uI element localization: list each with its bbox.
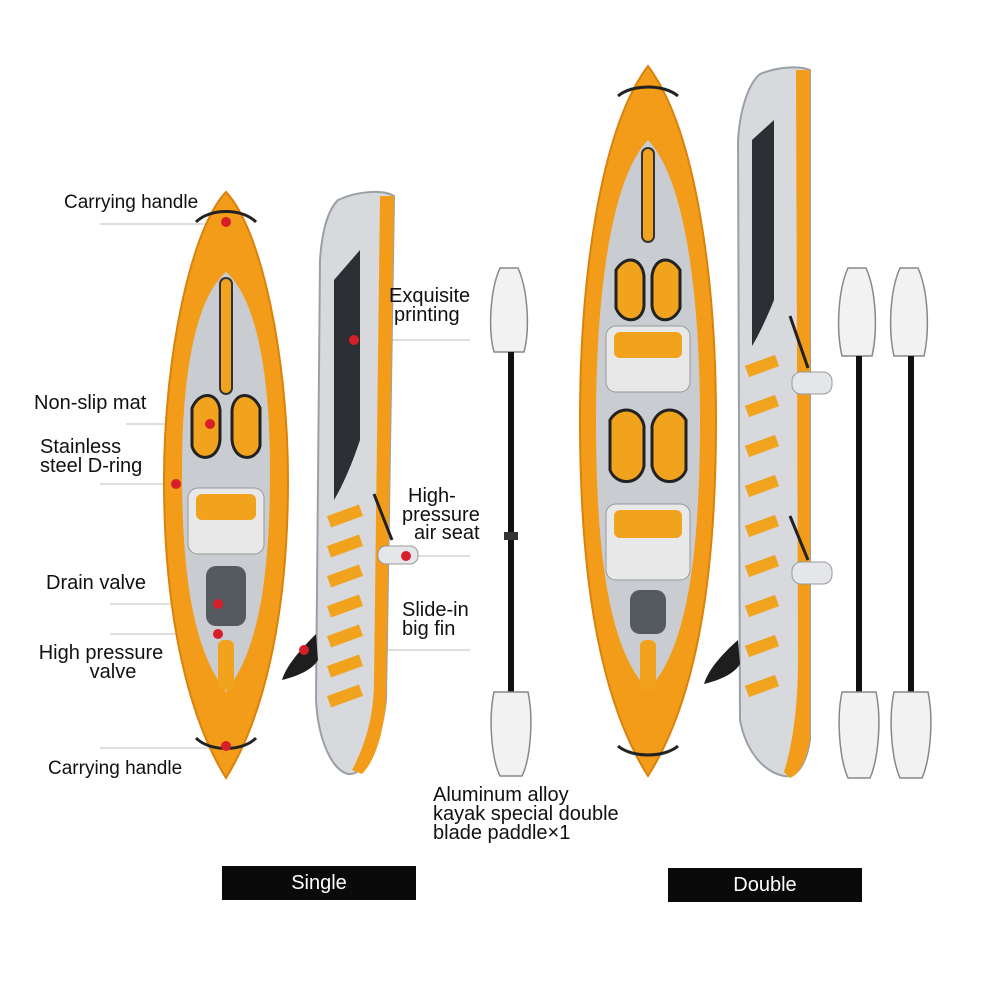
label-fin-line1: Slide-in xyxy=(402,599,469,621)
label-paddle-line2: kayak special double xyxy=(433,803,619,825)
label-hp-valve-line1: High pressure xyxy=(38,642,164,664)
double-kayak-top-view-icon xyxy=(578,64,718,778)
label-d-ring-line1: Stainless xyxy=(40,436,122,458)
kayak-side-view-icon xyxy=(282,190,419,776)
paddle-icon xyxy=(889,267,932,779)
paddle-icon xyxy=(837,267,880,779)
label-printing-line2: printing xyxy=(394,304,460,326)
label-paddle-line3: blade paddle×1 xyxy=(433,822,571,844)
kayak-top-view-icon xyxy=(162,190,290,780)
label-non-slip-mat: Non-slip mat xyxy=(34,392,147,414)
double-kayak-side-view-icon xyxy=(704,66,833,778)
caption-double: Double xyxy=(668,868,862,902)
label-d-ring-line2: steel D-ring xyxy=(40,455,143,477)
paddle-icon xyxy=(489,267,532,777)
label-fin-line2: big fin xyxy=(402,618,456,640)
label-hp-valve-line2: valve xyxy=(89,661,137,683)
label-carrying-handle-bottom: Carrying handle xyxy=(48,758,183,779)
label-seat-line3: air seat xyxy=(414,522,480,544)
label-drain-valve: Drain valve xyxy=(46,572,147,594)
caption-single: Single xyxy=(222,866,416,900)
label-seat-line1: High- xyxy=(408,485,456,507)
label-carrying-handle-top: Carrying handle xyxy=(64,192,199,213)
label-seat-line2: pressure xyxy=(402,504,480,526)
label-printing-line1: Exquisite xyxy=(389,285,471,307)
label-paddle-line1: Aluminum alloy xyxy=(433,784,569,806)
